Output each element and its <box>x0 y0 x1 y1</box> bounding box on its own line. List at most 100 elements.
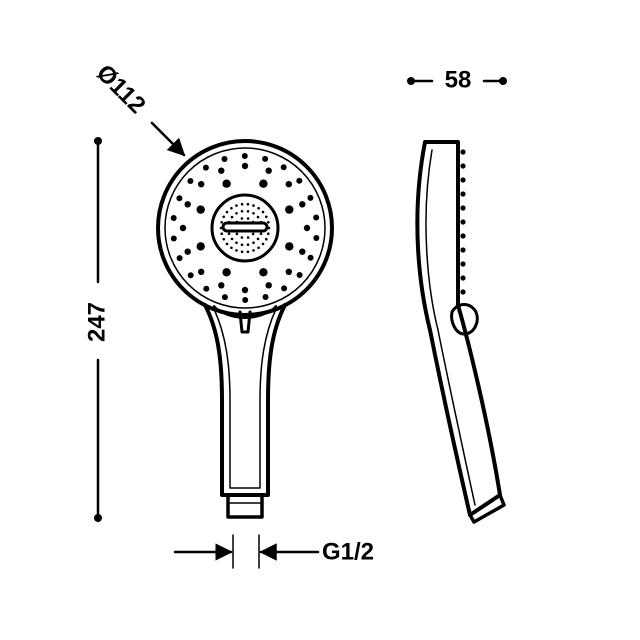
fine-nozzle-dot <box>235 249 238 252</box>
nozzle-dot <box>313 214 320 221</box>
fine-nozzle-dot <box>252 204 255 207</box>
thread-label: G1/2 <box>322 538 374 565</box>
side-nozzle-dot <box>460 177 466 183</box>
nozzle-dot <box>280 164 287 171</box>
side-nozzle-dot <box>460 275 466 281</box>
nozzle-dot <box>307 194 314 201</box>
nozzle-dot <box>179 224 187 232</box>
fine-nozzle-dot <box>265 237 268 241</box>
nozzle-dot <box>203 285 210 292</box>
fine-nozzle-dot <box>240 236 244 239</box>
side-nozzle-dot <box>460 261 466 267</box>
fine-nozzle-dot <box>246 202 250 206</box>
fine-nozzle-dot <box>252 249 255 252</box>
nozzle-dot <box>259 268 268 277</box>
fine-nozzle-dot <box>267 232 270 235</box>
selector-lever <box>238 310 252 334</box>
nozzle-dot <box>221 156 228 162</box>
side-lever <box>450 303 479 336</box>
nozzle-dot <box>184 248 191 255</box>
nozzle-dot <box>262 155 269 162</box>
fine-nozzle-dot <box>220 221 223 224</box>
nozzle-dot <box>218 282 225 289</box>
nozzle-dot <box>313 235 320 241</box>
fine-nozzle-dot <box>230 215 234 219</box>
center-fine-nozzles <box>219 202 271 254</box>
fine-nozzle-dot <box>259 232 263 236</box>
fine-nozzle-dot <box>252 212 255 215</box>
fine-nozzle-dot <box>240 250 244 254</box>
fine-nozzle-dot <box>240 202 244 206</box>
nozzle-dot <box>187 272 194 279</box>
height-label: 247 <box>83 302 110 342</box>
diameter-label: Ø112 <box>91 59 151 119</box>
fine-nozzle-dot <box>246 243 250 246</box>
fine-nozzle-dot <box>256 237 260 241</box>
fine-nozzle-dot <box>220 232 223 235</box>
nozzle-dot <box>176 195 183 202</box>
fine-nozzle-dot <box>261 210 265 214</box>
side-nozzle-dot <box>460 233 466 239</box>
fine-nozzle-dot <box>235 241 238 244</box>
nozzle-dot <box>241 286 249 294</box>
side-nozzle-dot <box>460 247 466 253</box>
height-dimension: 247 <box>83 137 110 522</box>
fine-nozzle-dot <box>267 221 270 224</box>
nozzle-dot <box>296 272 303 278</box>
fine-nozzle-dot <box>230 206 233 210</box>
fine-nozzle-dot <box>222 237 225 241</box>
fine-nozzle-dot <box>246 250 250 254</box>
side-nozzle-dot <box>460 191 466 197</box>
nozzle-dot <box>170 235 177 242</box>
depth-label: 58 <box>445 66 472 93</box>
nozzle-dot <box>176 255 183 262</box>
center-nozzle-disc <box>210 193 280 263</box>
side-nozzle-dot <box>460 205 466 211</box>
nozzle-dot <box>285 181 292 188</box>
nozzle-dot <box>281 285 288 292</box>
nozzle-dot <box>202 164 209 171</box>
fine-nozzle-dot <box>252 241 255 244</box>
fine-nozzle-dot <box>240 243 244 246</box>
side-nozzles <box>460 149 466 295</box>
shower-head-outline <box>156 139 334 317</box>
nozzle-dot <box>299 248 306 255</box>
fine-nozzle-dot <box>225 242 229 246</box>
side-nozzle-dot <box>460 149 466 155</box>
diameter-dimension: Ø112 <box>91 59 186 157</box>
nozzle-dot <box>265 282 272 289</box>
nozzle-dot <box>296 177 303 184</box>
fine-nozzle-dot <box>256 215 260 219</box>
fine-nozzle-dot <box>251 232 255 236</box>
fine-nozzle-dot <box>257 246 260 250</box>
side-nozzle-dot <box>460 289 466 295</box>
fine-nozzle-dot <box>246 236 250 239</box>
thread-dimension: G1/2 <box>173 534 374 569</box>
nozzle-dot <box>187 178 194 184</box>
nozzle-dot <box>196 205 205 214</box>
fine-nozzle-dot <box>222 215 225 219</box>
fine-nozzle-dot <box>230 237 234 241</box>
nozzle-dot <box>303 224 311 232</box>
fine-nozzle-dot <box>235 212 238 215</box>
fine-nozzle-dot <box>227 232 231 236</box>
nozzle-dot <box>222 179 231 188</box>
fine-nozzle-dot <box>246 217 250 220</box>
side-nozzle-dot <box>460 163 466 169</box>
nozzle-dot <box>170 215 177 221</box>
nozzle-dot <box>241 162 249 170</box>
nozzle-dot <box>222 268 231 277</box>
nozzle-dot <box>259 179 268 188</box>
spray-nozzles <box>170 153 320 303</box>
side-body-inner-line <box>425 149 476 506</box>
fine-nozzle-dot <box>225 210 229 214</box>
nozzle-dot <box>299 201 306 208</box>
nozzle-dot <box>265 167 272 174</box>
nozzle-dot <box>198 181 205 188</box>
nozzle-dot <box>196 242 205 251</box>
fine-nozzle-dot <box>240 210 244 213</box>
front-view <box>156 139 334 519</box>
nozzle-dot <box>285 242 294 251</box>
side-view <box>415 140 506 524</box>
depth-dimension: 58 <box>407 66 507 93</box>
